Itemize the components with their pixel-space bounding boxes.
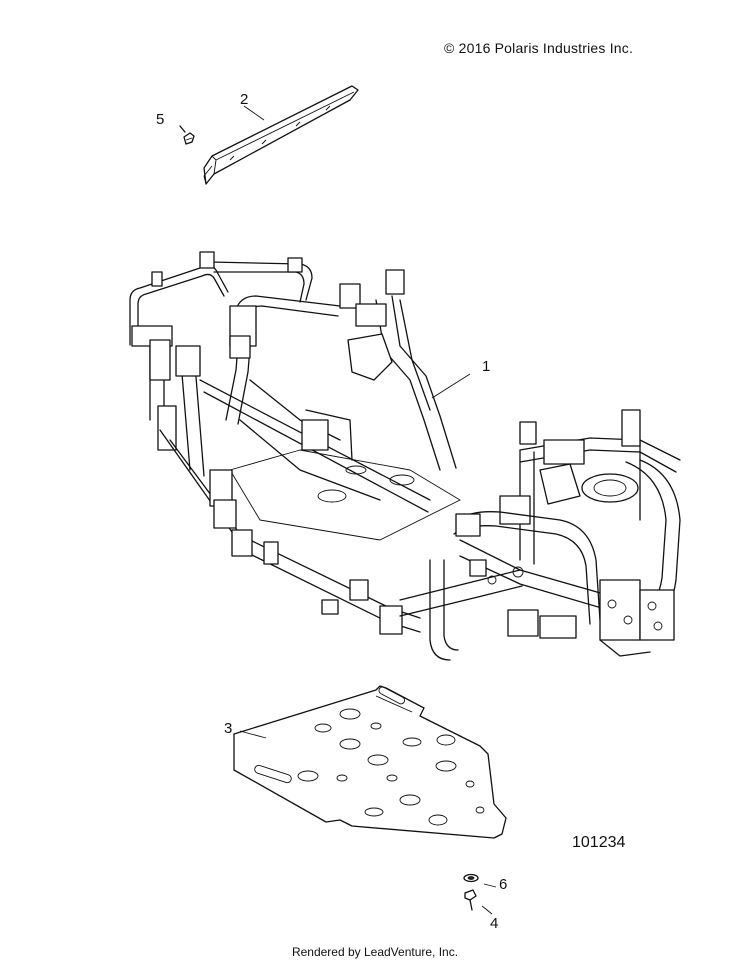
callout-3: 3	[224, 720, 232, 737]
rendered-by-footer: Rendered by LeadVenture, Inc.	[291, 945, 459, 959]
copyright-text: © 2016 Polaris Industries Inc.	[444, 40, 634, 56]
callout-2: 2	[240, 91, 248, 108]
callout-1: 1	[482, 358, 490, 375]
part-washer[interactable]	[463, 873, 479, 883]
figure-id: 101234	[572, 834, 626, 851]
part-bolt[interactable]	[179, 125, 195, 145]
callout-6: 6	[499, 876, 507, 893]
part-frame-rail[interactable]	[203, 85, 359, 185]
part-main-frame[interactable]	[129, 251, 681, 661]
callout-5: 5	[156, 111, 164, 128]
callout-4: 4	[490, 915, 498, 932]
leader-lines	[239, 105, 497, 915]
part-skid-plate[interactable]	[233, 685, 507, 839]
part-screw[interactable]	[464, 889, 477, 911]
